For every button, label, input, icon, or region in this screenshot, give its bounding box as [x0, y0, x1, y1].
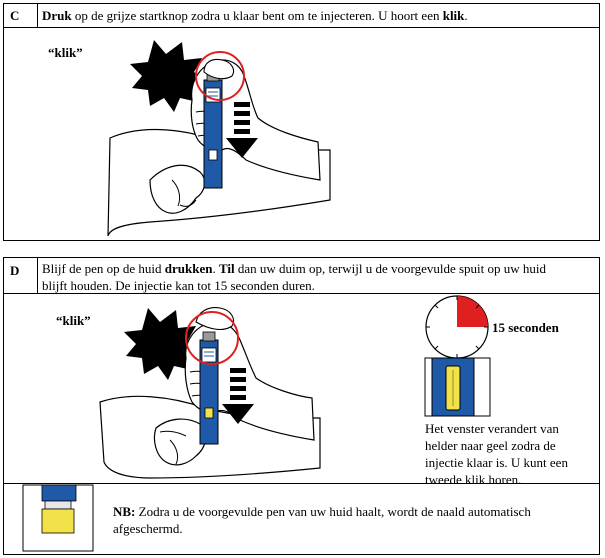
click-burst-icon — [130, 40, 208, 112]
step-c-click-label: “klik” — [48, 45, 83, 60]
start-button-highlight-circle — [185, 311, 239, 365]
step-d-box — [3, 257, 600, 555]
step-d-letter: D — [10, 263, 20, 278]
push-down-arrow-icon — [222, 368, 254, 424]
step-c-letter-divider — [37, 3, 38, 27]
window-note: Het venster verandert van helder naar ge… — [425, 420, 597, 488]
grey-start-button — [202, 331, 216, 342]
step-c-bold-klik: klik — [442, 8, 465, 23]
note-line-2: afgeschermd. — [113, 521, 183, 536]
pinch-fingers — [149, 164, 206, 214]
note-line-1: Zodra u de voorgevulde pen van uw huid h… — [135, 504, 531, 519]
push-down-arrow-icon — [226, 102, 258, 158]
step-c-header-divider — [3, 27, 600, 28]
step-d-instruction-text-2: . — [212, 261, 219, 276]
window-note-line-3: injectie klaar is. U kunt een — [425, 455, 568, 470]
step-d-instruction-text-3: dan uw duim op, terwijl u de voorgevulde… — [234, 261, 547, 276]
window-note-line-2: helder naar geel zodra de — [425, 438, 556, 453]
note-text: NB: Zodra u de voorgevulde pen van uw hu… — [113, 503, 598, 537]
step-c-letter: C — [10, 8, 20, 23]
step-d-bold-drukken: drukken — [164, 261, 213, 276]
pen-window-closeup — [424, 357, 491, 417]
step-d-instruction-line2: blijft houden. De injectie kan tot 15 se… — [42, 278, 315, 293]
timer-label: 15 seconden — [492, 320, 559, 335]
step-d-bold-til: Til — [218, 261, 235, 276]
needle-shield-icon — [22, 484, 94, 552]
step-d-instruction-text-1: Blijf de pen op de huid — [42, 261, 165, 276]
thumb — [203, 58, 235, 80]
step-c-instruction-text: op de grijze startknop zodra u klaar ben… — [71, 8, 443, 23]
pinch-fingers — [153, 418, 207, 466]
start-button-highlight-circle — [195, 51, 245, 101]
window-note-line-1: Het venster verandert van — [425, 421, 559, 436]
timer-clock-icon — [425, 295, 489, 359]
step-c-instruction: Druk op de grijze startknop zodra u klaa… — [42, 7, 468, 24]
window-note-line-4: tweede klik horen. — [425, 472, 522, 487]
step-d-instruction: Blijf de pen op de huid drukken. Til dan… — [42, 260, 597, 294]
step-d-note-divider — [3, 483, 600, 484]
note-bold-prefix: NB: — [113, 504, 136, 519]
step-c-box — [3, 3, 600, 241]
step-d-header-divider — [3, 293, 600, 294]
step-c-illustration — [107, 40, 331, 237]
step-d-letter-divider — [37, 257, 38, 293]
step-c-instruction-end: . — [464, 8, 468, 23]
step-c-bold-druk: Druk — [42, 8, 72, 23]
step-d-click-label: “klik” — [56, 313, 91, 328]
click-burst-icon — [124, 308, 202, 380]
